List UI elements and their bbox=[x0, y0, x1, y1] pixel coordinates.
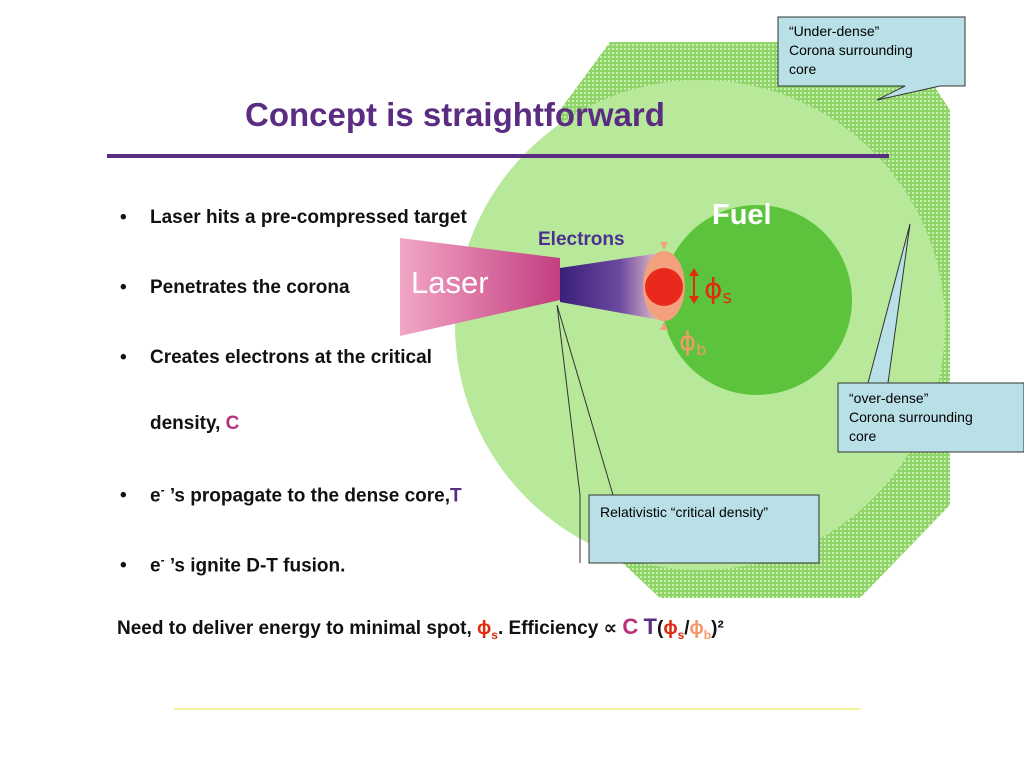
callout-line: Corona surrounding bbox=[789, 42, 913, 58]
bullet-text: ’s ignite D-T fusion. bbox=[164, 555, 346, 577]
under-dense-callout: “Under-dense” Corona surrounding core bbox=[783, 19, 919, 82]
bullet-laser-hits: • Laser hits a pre-compressed target bbox=[120, 207, 467, 229]
halo-arrow-bottom-icon bbox=[660, 322, 668, 330]
summary-phi-s: ϕs bbox=[477, 618, 498, 642]
callout-line: “over-dense” bbox=[849, 390, 929, 406]
summary-lead: Need to deliver energy to minimal spot, bbox=[117, 618, 478, 639]
electron-symbol: e bbox=[150, 555, 161, 577]
bullet-dot-icon: • bbox=[120, 207, 127, 228]
electrons-label: Electrons bbox=[538, 229, 625, 250]
under-dense-callout-box bbox=[777, 16, 966, 101]
bullet-text: ’s propagate to the dense core, bbox=[164, 485, 450, 507]
phi-s-symbol: ϕs bbox=[704, 272, 732, 308]
bullet-dot-icon: • bbox=[120, 347, 127, 368]
summary-mid: . Efficiency ∝ bbox=[497, 618, 623, 639]
bullet-dot-icon: • bbox=[120, 485, 127, 507]
bullet-penetrates: • Penetrates the corona bbox=[120, 277, 350, 299]
phi-s-arrow-down-icon bbox=[689, 296, 699, 304]
callout-line: “Under-dense” bbox=[789, 23, 880, 39]
summary-slash: / bbox=[684, 618, 690, 639]
callout-line: core bbox=[849, 428, 877, 444]
critical-density-callout: Relativistic “critical density” bbox=[594, 500, 774, 525]
summary-t: T bbox=[643, 614, 657, 639]
electron-symbol: e bbox=[150, 485, 161, 507]
variable-c: C bbox=[225, 413, 240, 434]
electron-superscript: - bbox=[160, 553, 165, 567]
halo-arrow-top-icon bbox=[660, 242, 668, 250]
summary-c: C bbox=[622, 614, 639, 639]
bullet-ignite: • e- ’s ignite D-T fusion. bbox=[120, 553, 345, 577]
bullet-dot-icon: • bbox=[120, 555, 127, 577]
callout-line: Corona surrounding bbox=[849, 409, 973, 425]
phi-s-arrow-up-icon bbox=[689, 268, 699, 276]
callout-line: core bbox=[789, 61, 817, 77]
callout-line: Relativistic “critical density” bbox=[600, 504, 769, 520]
fuel-label: Fuel bbox=[712, 199, 772, 231]
over-dense-callout-box bbox=[837, 223, 1024, 453]
bullet-continuation: density, C bbox=[150, 413, 239, 435]
over-dense-callout: “over-dense” Corona surrounding core bbox=[843, 386, 979, 449]
continuation-text: density, bbox=[150, 413, 226, 434]
bullet-creates-electrons: • Creates electrons at the critical bbox=[120, 347, 432, 369]
bullet-propagate: • e- ’s propagate to the dense core,T bbox=[120, 483, 462, 507]
bullet-text: Laser hits a pre-compressed target bbox=[150, 207, 467, 228]
critical-density-callout-box bbox=[588, 494, 820, 564]
electron-beam bbox=[560, 253, 660, 320]
summary-open-paren: ( bbox=[657, 618, 664, 639]
title-divider bbox=[107, 154, 889, 158]
hot-spot bbox=[645, 268, 683, 306]
bullet-text: Creates electrons at the critical bbox=[150, 347, 432, 368]
variable-t: T bbox=[450, 485, 462, 507]
bullet-dot-icon: • bbox=[120, 277, 127, 298]
laser-beam bbox=[400, 238, 560, 336]
summary-ratio-phi-s: ϕs bbox=[663, 618, 685, 642]
summary-line: Need to deliver energy to minimal spot, … bbox=[117, 614, 724, 642]
laser-label: Laser bbox=[411, 265, 489, 300]
summary-ratio-phi-b: ϕb bbox=[689, 618, 712, 642]
slide-title: Concept is straightforward bbox=[245, 96, 665, 133]
bullet-text: Penetrates the corona bbox=[150, 277, 350, 298]
phi-b-symbol: ϕb bbox=[679, 327, 706, 359]
footer-divider bbox=[174, 708, 860, 710]
electron-superscript: - bbox=[160, 483, 165, 497]
summary-close-squared: )² bbox=[711, 618, 724, 639]
fuel-core bbox=[662, 205, 852, 395]
